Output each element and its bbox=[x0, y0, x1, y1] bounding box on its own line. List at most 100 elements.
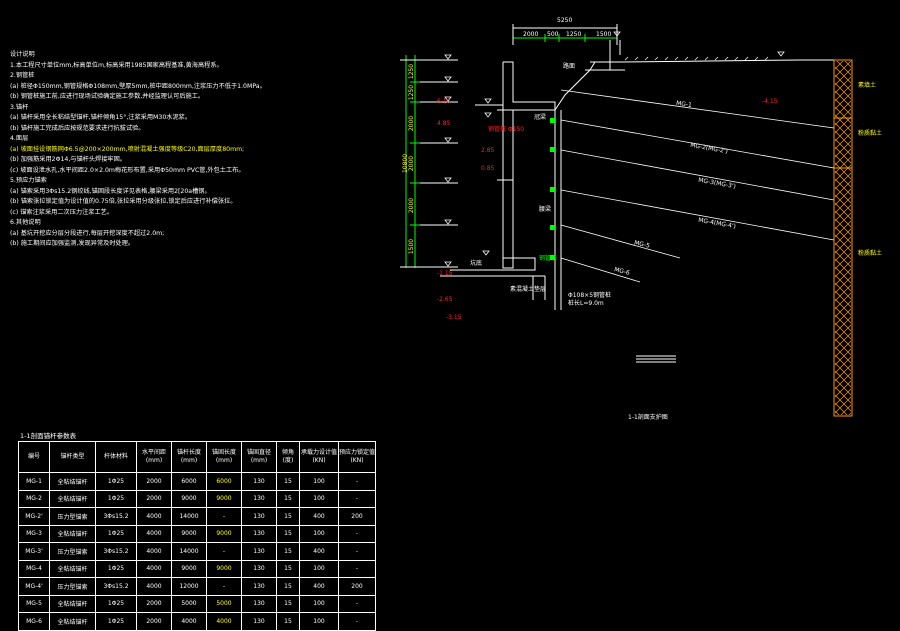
note-road: 路面 bbox=[563, 63, 576, 70]
table-cell: 4000 bbox=[206, 612, 242, 631]
table-cell: 9000 bbox=[206, 559, 242, 578]
table-cell: 全粘结锚杆 bbox=[49, 559, 96, 578]
table-cell: 15 bbox=[276, 507, 300, 526]
table-cell: 全粘结锚杆 bbox=[49, 594, 96, 613]
note-line: 3.锚杆 bbox=[10, 103, 29, 111]
note-line: 6.其他说明 bbox=[10, 219, 41, 226]
table-header-cell: 锚固直径 (mm) bbox=[241, 441, 277, 473]
note-line: 5.预应力锚索 bbox=[10, 177, 47, 184]
table-cell: 3Φs15.2 bbox=[95, 577, 137, 596]
table-cell: 全粘结锚杆 bbox=[49, 472, 96, 491]
table-cell: 4000 bbox=[136, 577, 172, 596]
table-cell: 100 bbox=[299, 612, 339, 631]
note-pile-spec: Φ108×5钢管桩 bbox=[568, 292, 612, 299]
dim-top-4: 1500 bbox=[596, 31, 612, 38]
table-cell: 130 bbox=[241, 559, 277, 578]
elev-2: 4.85 bbox=[437, 120, 451, 127]
note-line: (b) 施工期间应加强监测,发现异常及时处理。 bbox=[10, 240, 135, 247]
table-cell: 6000 bbox=[206, 472, 242, 491]
table-cell: 100 bbox=[299, 489, 339, 508]
table-cell: 全粘结锚杆 bbox=[49, 489, 96, 508]
note-pile: 钢管桩 bbox=[539, 255, 558, 262]
table-cell: 100 bbox=[299, 594, 339, 613]
elev-3: 2.85 bbox=[481, 147, 495, 154]
table-cell: MG-3' bbox=[18, 542, 50, 561]
table-cell: 130 bbox=[241, 612, 277, 631]
dim-left-5: 2000 bbox=[408, 197, 416, 214]
table-cell: 2000 bbox=[136, 489, 172, 508]
table-cell: 100 bbox=[299, 559, 339, 578]
note-line: 2.钢管桩 bbox=[10, 72, 35, 79]
table-cell: 200 bbox=[338, 507, 376, 526]
table-cell: 1Φ25 bbox=[95, 489, 137, 508]
table-cell: 压力型锚索 bbox=[49, 507, 96, 526]
table-header-cell: 编号 bbox=[18, 441, 50, 473]
dim-top-3: 1250 bbox=[566, 31, 582, 38]
dim-left-4: 2000 bbox=[408, 155, 416, 172]
table-cell: 4000 bbox=[171, 612, 207, 631]
table-cell: - bbox=[338, 594, 376, 613]
table-cell: - bbox=[206, 507, 242, 526]
table-cell: 130 bbox=[241, 489, 277, 508]
note-line: (c) 坡面设泄水孔,水平间距2.0×2.0m梅花形布置,采用Φ50mm PVC… bbox=[10, 166, 245, 174]
note-line: 1.本工程尺寸单位mm,标高单位m,标高采用1985国家高程基准,黄海高程系。 bbox=[10, 61, 223, 69]
table-cell: 15 bbox=[276, 489, 300, 508]
table-header-cell: 预应力锁定值 (KN) bbox=[338, 441, 376, 473]
table-cell: - bbox=[206, 542, 242, 561]
table-cell: MG-1 bbox=[18, 472, 50, 491]
table-cell: 压力型锚索 bbox=[49, 577, 96, 596]
table-cell: 4000 bbox=[136, 559, 172, 578]
table-cell: 400 bbox=[299, 577, 339, 596]
table-cell: 3Φs15.2 bbox=[95, 542, 137, 561]
note-line: 4.面层 bbox=[10, 135, 29, 142]
table-cell: 200 bbox=[338, 577, 376, 596]
table-cell: 130 bbox=[241, 594, 277, 613]
table-cell: 130 bbox=[241, 524, 277, 543]
table-cell: 130 bbox=[241, 577, 277, 596]
table-cell: 130 bbox=[241, 472, 277, 491]
table-cell: 15 bbox=[276, 577, 300, 596]
note-cushion: 素混凝土垫层 bbox=[510, 286, 547, 293]
table-title: 1-1剖面锚杆参数表 bbox=[20, 432, 77, 440]
note-line: (b) 钢管桩施工前,应进行现场试验确定施工参数,并经监理认可后施工。 bbox=[10, 93, 205, 100]
table-cell: - bbox=[338, 559, 376, 578]
table-cell: 4000 bbox=[136, 524, 172, 543]
section-title: 1-1剖面支护图 bbox=[628, 414, 668, 421]
table-cell: 全粘结锚杆 bbox=[49, 524, 96, 543]
elev-1: 6.10 bbox=[437, 98, 451, 105]
table-cell: - bbox=[338, 612, 376, 631]
dim-left-1: 1250 bbox=[408, 63, 416, 80]
note-line: (a) 锚索采用3Φs15.2钢绞线,锚固段长度详见表格,腰梁采用2[20a槽钢… bbox=[10, 187, 211, 195]
notes-lines: 1.本工程尺寸单位mm,标高单位m,标高采用1985国家高程基准,黄海高程系。 2… bbox=[10, 61, 420, 248]
table-cell: - bbox=[338, 472, 376, 491]
note-line: (a) 坡面挂设钢筋网Φ6.5@200×200mm,喷射混凝土强度等级C20,面… bbox=[10, 145, 245, 153]
table-cell: 2000 bbox=[136, 472, 172, 491]
elev-6: -2.65 bbox=[437, 296, 453, 303]
table-cell: 5000 bbox=[171, 594, 207, 613]
table-cell: 9000 bbox=[171, 559, 207, 578]
note-pit-bottom: 坑底 bbox=[470, 260, 483, 267]
table-header-cell: 锚杆类型 bbox=[49, 441, 96, 473]
elev-8: -4.15 bbox=[762, 98, 778, 105]
table-header-cell: 锚杆长度 (mm) bbox=[171, 441, 207, 473]
table-cell: MG-4' bbox=[18, 577, 50, 596]
note-waler: 腰梁 bbox=[539, 206, 552, 213]
table-cell: MG-2 bbox=[18, 489, 50, 508]
dim-left-2: 1250 bbox=[408, 84, 416, 101]
note-line: (b) 锚索张拉锁定值为设计值的0.75倍,张拉采用分级张拉,锁定后应进行补偿张… bbox=[10, 198, 237, 205]
table-cell: 3Φs15.2 bbox=[95, 507, 137, 526]
table-cell: 4000 bbox=[136, 507, 172, 526]
table-header-row: 编号锚杆类型杆体材料水平间距 (mm)锚杆长度 (mm)锚固长度 (mm)锚固直… bbox=[18, 441, 376, 473]
table-cell: MG-6 bbox=[18, 612, 50, 631]
table-cell: 100 bbox=[299, 472, 339, 491]
table-cell: 14000 bbox=[171, 542, 207, 561]
table-cell: 12000 bbox=[171, 577, 207, 596]
note-pile-length: 桩长L=9.0m bbox=[568, 300, 604, 307]
table-cell: 全粘结锚杆 bbox=[49, 612, 96, 631]
